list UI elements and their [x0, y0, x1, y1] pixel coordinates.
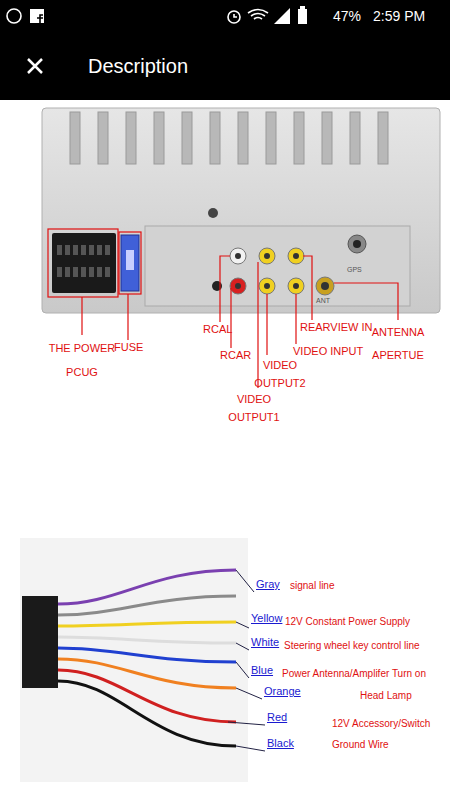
part-label: REARVIEW IN — [300, 321, 373, 334]
close-icon — [28, 59, 42, 73]
part-label: VIDEO OUTPUT1 — [226, 390, 282, 426]
wire-function: Steering wheel key control line — [284, 640, 420, 652]
wire-function: Ground Wire — [332, 739, 389, 751]
part-label: RCAR — [220, 349, 251, 362]
part-label: ANTENNA APERTUE — [360, 321, 436, 367]
port-marking: ANT — [316, 297, 330, 305]
wire-color: Red — [267, 711, 287, 724]
wire-color: Gray — [256, 578, 280, 591]
part-label: THE POWER PCUG — [40, 336, 124, 384]
app-bar — [0, 0, 450, 100]
leader-lines — [48, 229, 398, 388]
wire-function: signal line — [290, 580, 334, 592]
part-label: VIDEO OUTPUT2 — [252, 356, 308, 392]
leader-lines — [228, 570, 265, 751]
part-label: VIDEO INPUT — [293, 345, 363, 358]
status-text: 47% — [333, 8, 361, 25]
wire-function: 12V Accessory/Switch — [332, 718, 430, 730]
wire-function: Head Lamp — [360, 690, 412, 702]
wire-color: White — [251, 636, 279, 649]
port-marking: GPS — [347, 266, 362, 274]
page-title: Description — [88, 54, 188, 78]
part-label: FUSE — [114, 341, 143, 354]
wire-function: 12V Constant Power Supply — [285, 616, 410, 628]
wire-color: Black — [267, 737, 294, 750]
wire-function: Power Antenna/Amplifer Turn on — [282, 668, 426, 680]
wire-color: Blue — [251, 664, 273, 677]
status-icons — [7, 6, 307, 24]
wire-color: Orange — [264, 685, 301, 698]
part-label: RCAL — [203, 323, 232, 336]
wire-harness — [20, 538, 248, 782]
status-text: 2:59 PM — [373, 8, 425, 25]
radio-back-panel — [42, 108, 440, 313]
wire-color: Yellow — [251, 612, 282, 625]
